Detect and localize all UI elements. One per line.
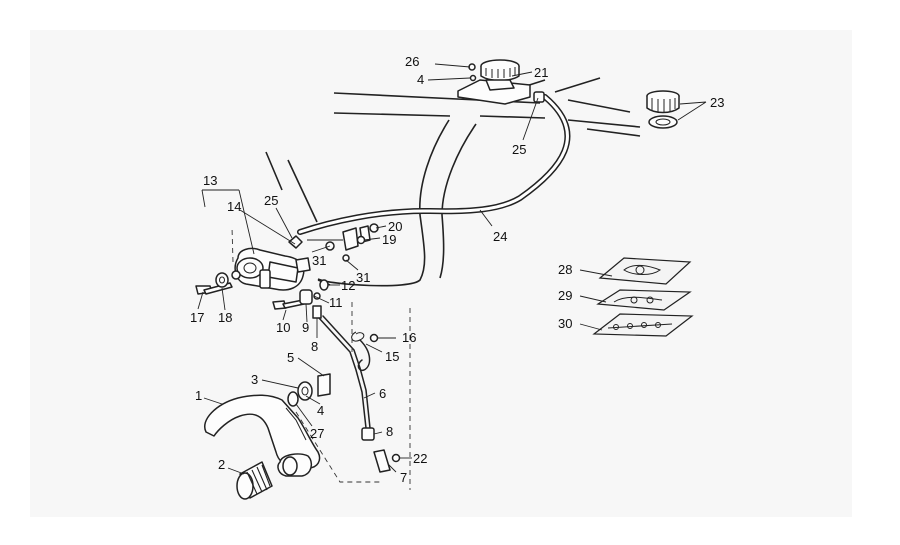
callout-9: 9 <box>302 320 309 335</box>
callout-8-upper: 8 <box>311 339 318 354</box>
callout-15: 15 <box>385 349 399 364</box>
callout-4-top: 4 <box>417 72 424 87</box>
callout-3: 3 <box>251 372 258 387</box>
callout-25-left: 25 <box>264 193 278 208</box>
push-rod-6 <box>318 315 401 473</box>
callout-30: 30 <box>558 316 572 331</box>
callout-leaders <box>197 63 707 475</box>
callout-18: 18 <box>218 310 232 325</box>
callout-13: 13 <box>203 173 217 188</box>
callout-5: 5 <box>287 350 294 365</box>
callout-25-top: 25 <box>512 142 526 157</box>
callout-1: 1 <box>195 388 202 403</box>
callout-29: 29 <box>558 288 572 303</box>
callout-24: 24 <box>493 229 507 244</box>
brake-pedal-1 <box>204 394 321 477</box>
callout-27: 27 <box>310 426 324 441</box>
callout-7: 7 <box>400 470 407 485</box>
reservoir-cap-23 <box>646 90 680 129</box>
callout-8-lower: 8 <box>386 424 393 439</box>
callout-20: 20 <box>388 219 402 234</box>
pivot-washers <box>287 373 331 407</box>
callout-10: 10 <box>276 320 290 335</box>
callout-4-lower: 4 <box>317 403 324 418</box>
callout-16: 16 <box>402 330 416 345</box>
callout-12: 12 <box>341 278 355 293</box>
callout-11: 11 <box>329 295 343 310</box>
callout-31-upper: 31 <box>312 253 326 268</box>
callout-23: 23 <box>710 95 724 110</box>
alignment-lines <box>231 226 411 490</box>
callout-19: 19 <box>382 232 396 247</box>
spring-15 <box>351 331 379 372</box>
callout-14: 14 <box>227 199 241 214</box>
callout-21: 21 <box>534 65 548 80</box>
reservoir-21 <box>457 59 545 105</box>
callout-2: 2 <box>218 457 225 472</box>
callout-17: 17 <box>190 310 204 325</box>
cable-24 <box>297 94 571 235</box>
callout-31-lower: 31 <box>356 270 370 285</box>
callout-6: 6 <box>379 386 386 401</box>
pedal-rubber-2 <box>236 461 273 500</box>
parts-kit-bags <box>592 257 694 337</box>
fasteners <box>195 272 329 319</box>
callout-28: 28 <box>558 262 572 277</box>
cable-brackets <box>307 223 379 262</box>
callout-26: 26 <box>405 54 419 69</box>
callout-labels: 26 4 21 23 25 13 14 25 20 19 24 31 31 12… <box>190 54 724 485</box>
master-cylinder-13 <box>231 235 311 291</box>
callout-22: 22 <box>413 451 427 466</box>
